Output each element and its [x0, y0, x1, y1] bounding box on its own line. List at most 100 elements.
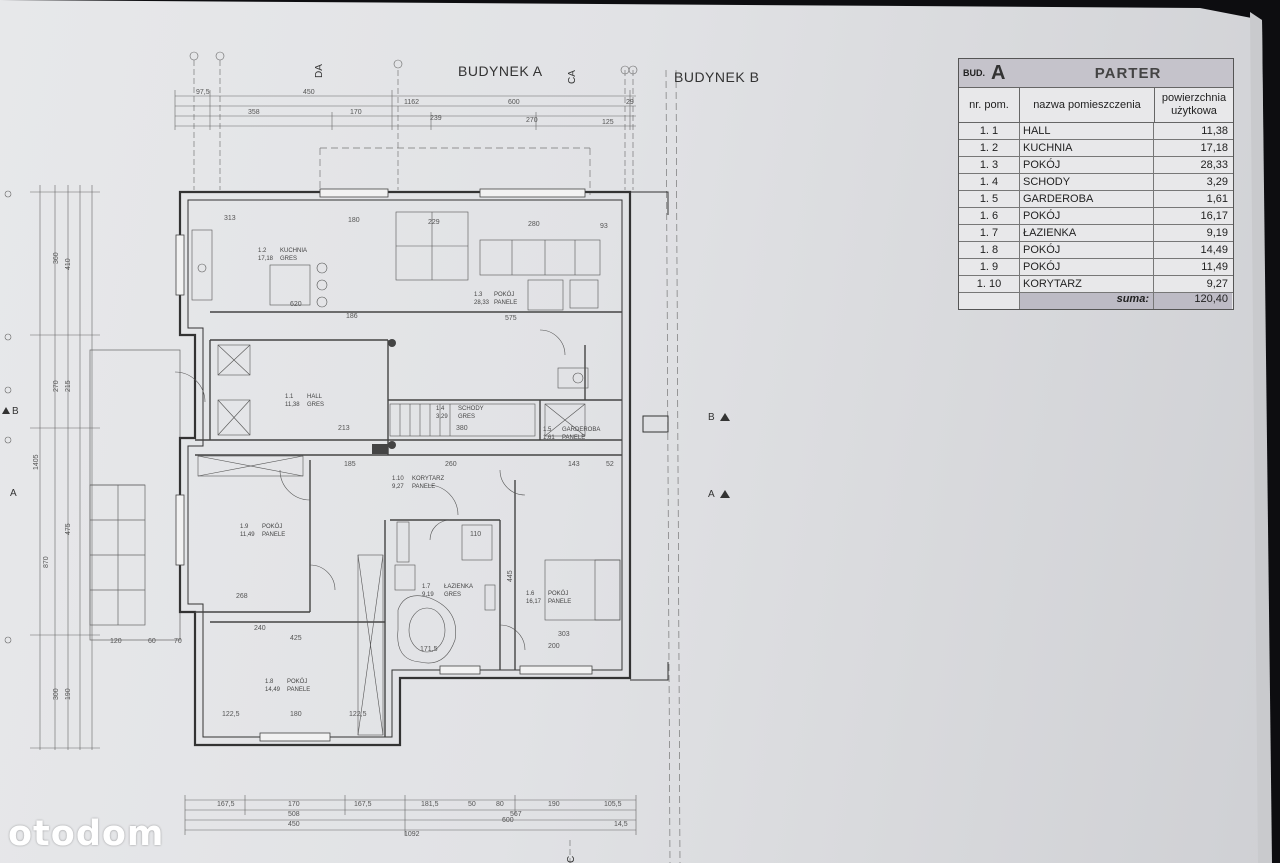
plan-text: 475	[65, 523, 72, 535]
plan-text: 1.4	[436, 406, 445, 412]
plan-text: 240	[254, 625, 266, 632]
plan-text: 270	[53, 380, 60, 392]
plan-text: GRES	[458, 414, 475, 420]
plan-text: 180	[348, 217, 360, 224]
plan-text: 11,38	[285, 402, 300, 408]
plan-text: 170	[350, 109, 362, 116]
dimension-texts: 97,5 450 600 29 1162 358 170 239 270 125…	[33, 89, 634, 838]
plan-text: 1.6	[526, 591, 535, 597]
room-name: KUCHNIA	[1020, 140, 1154, 156]
room-number: 1. 7	[959, 225, 1020, 241]
plan-text: POKÓJ	[287, 678, 307, 685]
plan-text: 200	[548, 643, 560, 650]
table-header: BUD. A PARTER	[959, 59, 1233, 88]
room-area: 9,27	[1206, 278, 1228, 290]
room-name: POKÓJ	[1020, 157, 1154, 173]
axis-c-label: C	[566, 856, 577, 863]
plan-text: 575	[505, 315, 517, 322]
windows	[175, 188, 593, 742]
plan-text: ŁAZIENKA	[444, 584, 473, 590]
plan-text: GRES	[444, 592, 461, 598]
room-tag-korytarz: 1.10 KORYTARZ 9,27 PANELE	[392, 476, 444, 490]
plan-text: 1092	[404, 831, 420, 838]
plan-text: 1.2	[258, 248, 267, 254]
col-area-header: powierzchnia użytkowa	[1161, 92, 1227, 117]
plan-text: 181,5	[421, 801, 439, 808]
plan-text: 97,5	[196, 89, 210, 96]
plan-text: 70	[174, 638, 182, 645]
plan-text: SCHODY	[458, 406, 484, 412]
plan-text: GARDEROBA	[562, 427, 600, 433]
room-number: 1. 9	[959, 259, 1020, 275]
room-area: 11,49	[1201, 261, 1228, 273]
plan-text: 110	[470, 531, 481, 538]
plan-text: 450	[303, 89, 315, 96]
plan-text: 11,49	[240, 532, 255, 538]
terrace	[89, 349, 181, 641]
axis-da-label: DA	[314, 64, 325, 78]
plan-text: HALL	[307, 394, 323, 400]
plan-text: 1405	[33, 454, 40, 470]
room-area: 9,19	[1206, 227, 1228, 239]
plan-text: 268	[236, 593, 248, 600]
plan-text: 239	[430, 115, 442, 122]
plan-text: 300	[53, 688, 60, 700]
plan-text: KUCHNIA	[280, 248, 307, 254]
bud-value: A	[991, 61, 1006, 84]
room-name: POKÓJ	[1020, 242, 1154, 258]
plan-text: 1.1	[285, 394, 294, 400]
door-swings	[174, 329, 566, 651]
plan-text: 17,18	[258, 256, 274, 262]
plan-text: 93	[600, 223, 608, 230]
room-number: 1. 8	[959, 242, 1020, 258]
plan-text: 60	[148, 638, 156, 645]
plan-text: 213	[338, 425, 350, 432]
room-name: GARDEROBA	[1020, 191, 1154, 207]
plan-text: POKÓJ	[262, 523, 282, 530]
section-a-left-label: A	[10, 488, 17, 499]
plan-text: 410	[65, 258, 72, 270]
table-title: PARTER	[1094, 64, 1162, 82]
plan-text: KORYTARZ	[412, 476, 444, 482]
plan-text: 215	[65, 380, 72, 392]
plan-text: PANELE	[562, 435, 585, 441]
plan-text: PANELE	[548, 599, 571, 605]
plan-text: 9,27	[392, 484, 404, 490]
room-name: POKÓJ	[1020, 208, 1154, 224]
plan-text: PANELE	[412, 484, 435, 490]
plan-text: 1.10	[392, 476, 404, 482]
plan-text: 28,33	[474, 300, 490, 306]
plan-text: PANELE	[287, 687, 310, 693]
plan-text: PANELE	[494, 300, 517, 306]
plan-text: 122,5	[349, 711, 367, 718]
building-b-walls	[630, 191, 669, 681]
room-number: 1. 2	[959, 140, 1020, 156]
plan-text: 105,5	[604, 801, 622, 808]
plan-text: 29	[626, 99, 634, 106]
plan-text: 170	[288, 801, 300, 808]
room-number: 1. 5	[959, 191, 1020, 207]
plan-text: 425	[290, 635, 302, 642]
left-dimension-lines	[4, 185, 100, 750]
room-area: 16,17	[1200, 210, 1228, 222]
building-id: BUD. A	[959, 62, 1023, 85]
section-a-right-label: A	[708, 489, 715, 500]
room-area: 3,29	[1206, 176, 1228, 188]
room-name: POKÓJ	[1020, 259, 1154, 275]
room-area: 17,18	[1200, 142, 1228, 154]
plan-text: 14,5	[614, 821, 628, 828]
room-number: 1. 4	[959, 174, 1020, 190]
plan-text: PANELE	[262, 532, 285, 538]
